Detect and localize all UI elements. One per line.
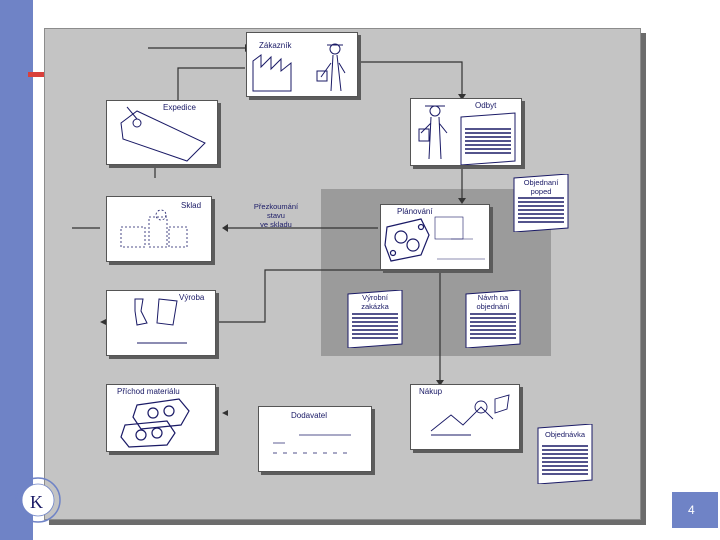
planovani-label: Plánování (397, 207, 433, 216)
salesperson-document-icon (418, 105, 516, 165)
logo-letter: K (30, 492, 43, 512)
purchase-order-label: Objednávka (544, 430, 586, 439)
supplier-box: Dodavatel (258, 406, 372, 472)
purchase-order-document: Objednávka (534, 423, 596, 485)
factory-person-icon (252, 43, 346, 92)
stock-review-label: Přezkoumání stavu ve skladu (253, 202, 299, 229)
document-icon (347, 289, 403, 349)
customer-label: Zákazník (259, 41, 292, 50)
planovani-to-vyroba-line (218, 269, 398, 323)
sklad-box: Sklad (106, 196, 212, 262)
purchasing-icon (430, 394, 510, 436)
planovani-box: Plánování (380, 204, 490, 270)
expedice-label: Expedice (163, 103, 196, 112)
nakup-label: Nákup (419, 387, 443, 396)
customer-to-odbyt-line (357, 61, 463, 96)
shipping-tag-icon (120, 106, 206, 162)
purchase-proposal-label: Návrh na objednání (476, 293, 510, 311)
document-icon (513, 173, 569, 233)
material-receipt-box: Příchod materiálu (106, 384, 216, 452)
document-icon (465, 289, 521, 349)
university-logo: K (10, 470, 70, 530)
odbyt-label: Odbyt (475, 101, 497, 110)
left-sidebar-bar (0, 0, 33, 540)
order-received-label: Objednaní poped (523, 178, 559, 196)
supplier-label: Dodavatel (291, 411, 328, 420)
sklad-label: Sklad (181, 201, 202, 210)
expedice-to-customer-line (177, 67, 245, 102)
customer-box: Zákazník (246, 32, 358, 97)
expedice-box: Expedice (106, 100, 218, 165)
page-number: 4 (688, 503, 695, 517)
purchase-proposal-document: Návrh na objednání (462, 289, 524, 349)
production-order-document: Výrobní zakázka (344, 289, 406, 349)
logo-seal-icon (15, 477, 61, 523)
warehouse-icon (120, 209, 188, 248)
document-icon (537, 423, 593, 485)
order-received-document: Objednaní poped (510, 173, 572, 233)
production-order-label: Výrobní zakázka (361, 293, 389, 311)
red-accent-bar (28, 72, 58, 77)
vyroba-label: Výroba (179, 293, 205, 302)
vyroba-box: Výroba (106, 290, 216, 356)
nakup-box: Nákup (410, 384, 520, 450)
production-machine-icon (134, 298, 187, 344)
page-number-badge: 4 (672, 492, 718, 528)
material-receipt-label: Příchod materiálu (117, 387, 180, 396)
gasket-plan-icon (384, 216, 485, 262)
supplier-form-icon (273, 434, 353, 454)
odbyt-box: Odbyt (410, 98, 522, 166)
gasket-parts-icon (120, 398, 190, 448)
